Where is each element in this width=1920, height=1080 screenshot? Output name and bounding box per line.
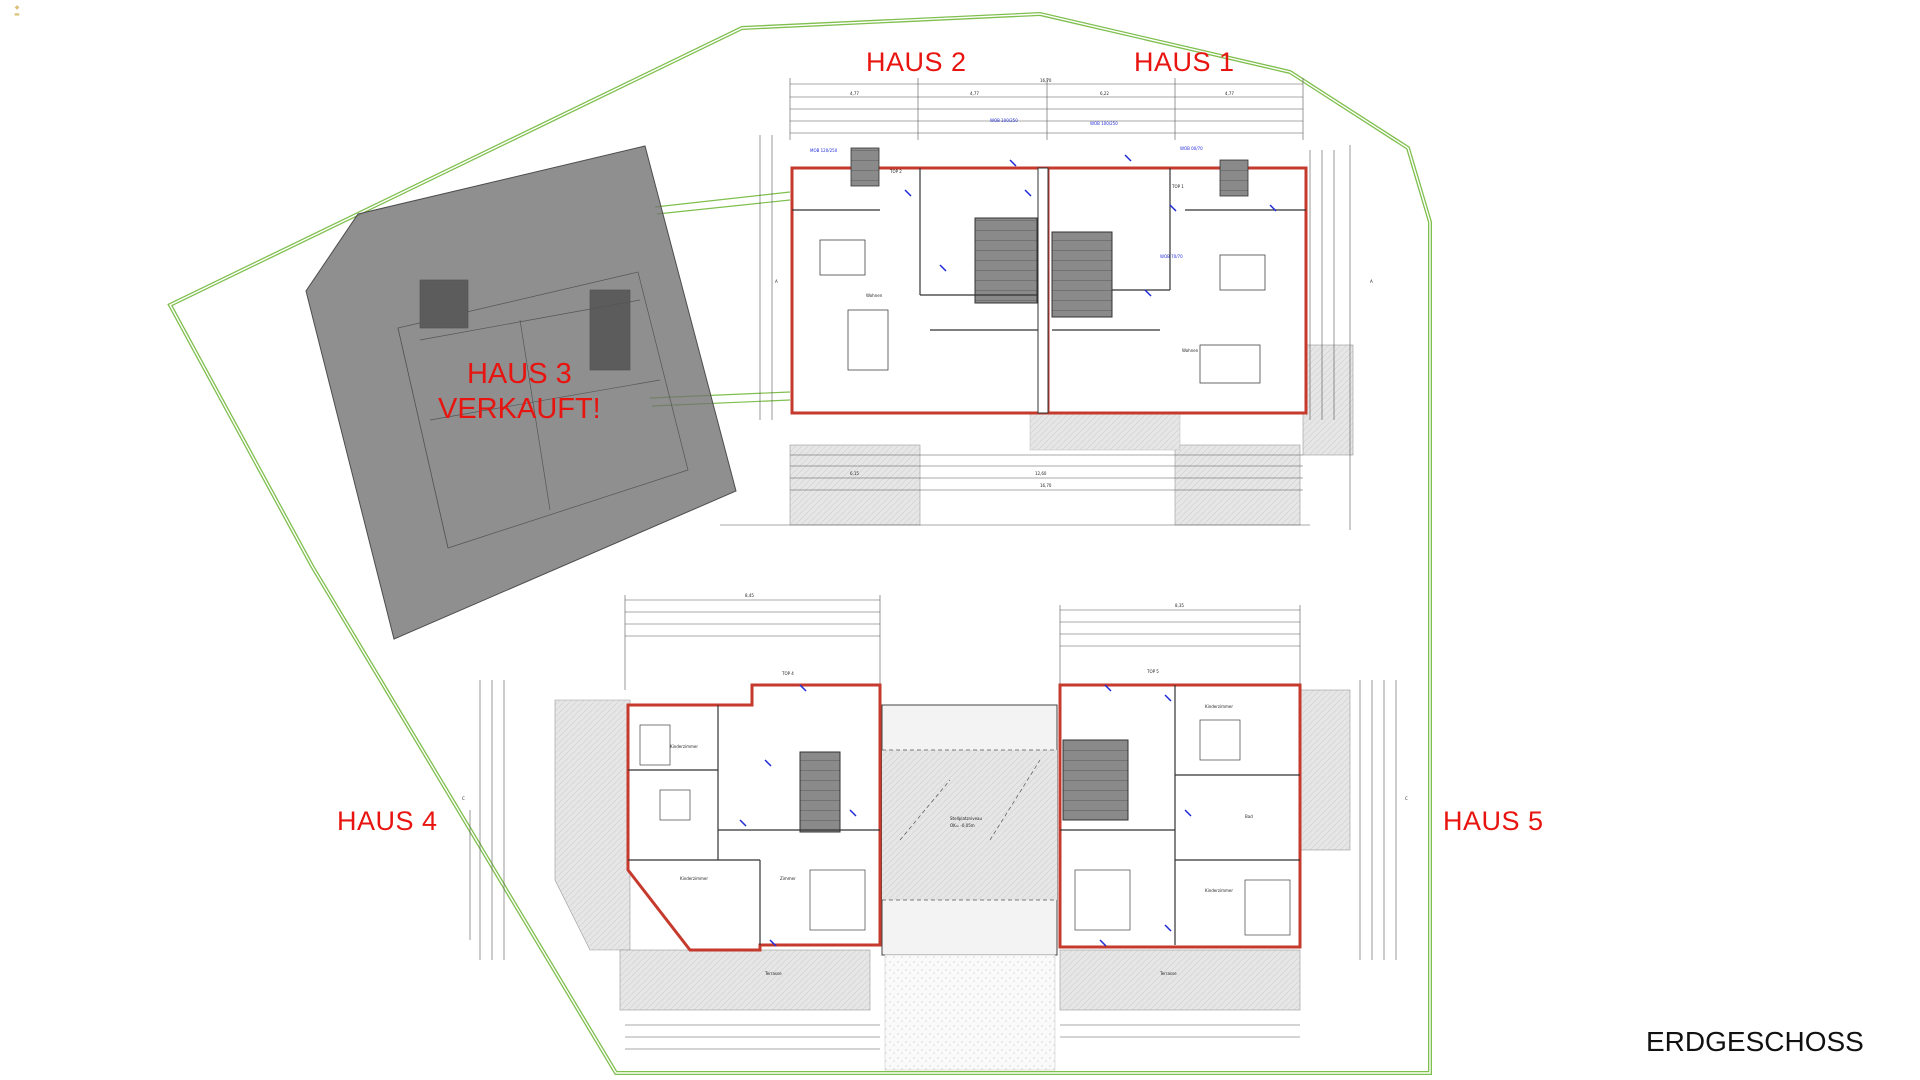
label-kinderzimmer-haus5: Kinderzimmer — [1205, 704, 1233, 709]
svg-text:WOB 00/70: WOB 00/70 — [1180, 146, 1203, 151]
label-kinderzimmer-haus4b: Kinderzimmer — [680, 876, 708, 881]
building-haus-5: 8,35 TOP 5 Kinderzimmer Kinderzimmer Bad… — [1058, 603, 1408, 1038]
svg-text:A: A — [1370, 279, 1373, 284]
label-terrasse-haus4: Terrasse — [764, 971, 782, 976]
dim-top-c: 6,22 — [1100, 91, 1109, 96]
parking-area: Stellplatzniveau OK= -0,05m — [881, 704, 1058, 1071]
label-terrasse-haus5: Terrasse — [1159, 971, 1177, 976]
svg-text:A: A — [775, 279, 778, 284]
label-haus-4: HAUS 4 — [337, 806, 438, 836]
label-wohnen-haus2: Wohnen — [866, 293, 883, 298]
building-haus-3-sold — [305, 145, 737, 640]
svg-text:C: C — [462, 796, 465, 801]
label-verkauft: VERKAUFT! — [438, 393, 601, 426]
dim-width-mid: 12,60 — [1035, 471, 1047, 476]
logo: ◆▬ — [14, 4, 20, 18]
svg-text:WOB 100/250: WOB 100/250 — [1090, 121, 1118, 126]
dim-top-a: 4,77 — [850, 91, 859, 96]
label-kinderzimmer-haus4: Kinderzimmer — [670, 744, 698, 749]
label-top-4: TOP 4 — [781, 671, 794, 676]
dim-top-d: 4,77 — [1225, 91, 1234, 96]
building-haus-4: 8,45 TOP 4 Kinderzimmer Kinderzimme — [462, 593, 882, 1050]
label-haus-5: HAUS 5 — [1443, 806, 1544, 836]
dim-top-total-2: 16,70 — [1040, 483, 1052, 488]
label-top-1: TOP 1 — [1171, 184, 1184, 189]
svg-text:MOB 120/250: MOB 120/250 — [810, 148, 838, 153]
label-kinderzimmer-haus5b: Kinderzimmer — [1205, 888, 1233, 893]
svg-text:WOB 70/70: WOB 70/70 — [1160, 254, 1183, 259]
svg-text:C: C — [1405, 796, 1408, 801]
label-top-2: TOP 2 — [889, 169, 902, 174]
floor-title: ERDGESCHOSS — [1646, 1026, 1864, 1057]
dim-top-total: 16,70 — [1040, 78, 1052, 83]
label-haus-1: HAUS 1 — [1134, 47, 1235, 77]
label-haus-2: HAUS 2 — [866, 47, 967, 77]
label-haus-3-sold: HAUS 3 VERKAUFT! — [438, 357, 601, 428]
label-wohnen-haus1: Wohnen — [1182, 348, 1199, 353]
svg-text:WOB 100/250: WOB 100/250 — [990, 118, 1018, 123]
building-haus-1-2: 16,70 4,77 4,77 6,22 4,77 — [720, 78, 1373, 530]
label-top-5: TOP 5 — [1146, 669, 1159, 674]
site-boundary — [167, 11, 1432, 1075]
label-stellplatz-level: OK= -0,05m — [950, 823, 975, 828]
dim-bottom-left-total: 8,45 — [745, 593, 754, 598]
label-stellplatz: Stellplatzniveau — [950, 816, 982, 821]
dim-bottom-right-total: 8,35 — [1175, 603, 1184, 608]
label-bad-haus5: Bad — [1245, 814, 1253, 819]
dim-depth-a: 6,15 — [850, 471, 859, 476]
dim-top-b: 4,77 — [970, 91, 979, 96]
label-zimmer-haus4: Zimmer — [780, 876, 796, 881]
label-haus-3: HAUS 3 — [466, 358, 572, 390]
